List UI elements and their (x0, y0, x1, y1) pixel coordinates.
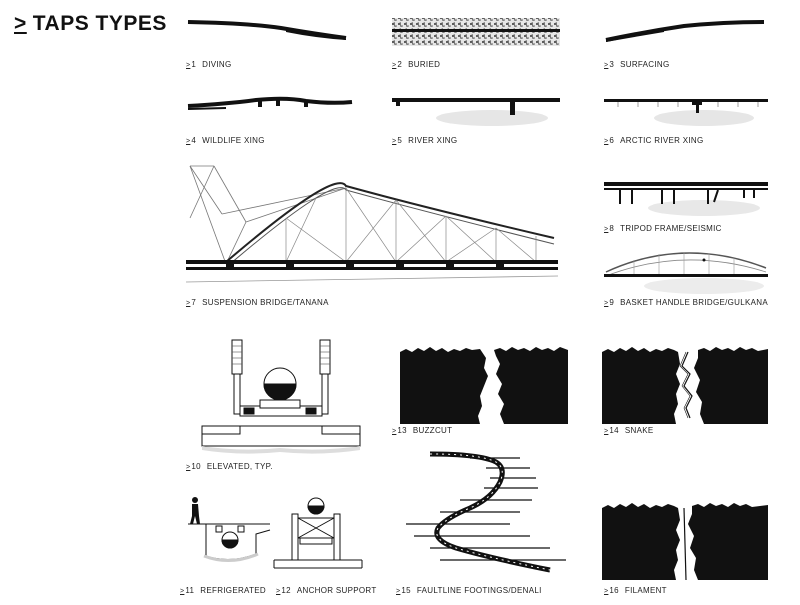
tripod-frame-diagram (604, 176, 768, 218)
snake-diagram (602, 344, 768, 424)
diving-diagram (186, 16, 348, 46)
filament-diagram (602, 500, 768, 580)
river-xing-diagram (392, 92, 560, 130)
elevated-typ-diagram (200, 334, 364, 456)
wildlife-xing-diagram (186, 92, 354, 116)
suspension-bridge-diagram (186, 158, 558, 294)
title-symbol: > (14, 12, 27, 35)
anchor-support-diagram (272, 494, 364, 574)
faultline-footings-diagram (400, 448, 568, 576)
buzzcut-diagram (400, 344, 568, 424)
arctic-river-xing-diagram (604, 92, 768, 130)
refrigerated-diagram (186, 494, 272, 566)
surfacing-diagram (604, 16, 766, 46)
basket-handle-bridge-diagram (604, 242, 768, 294)
page-title: >TAPS TYPES (14, 12, 167, 36)
title-text: TAPS TYPES (32, 12, 167, 35)
buried-diagram (392, 16, 560, 48)
